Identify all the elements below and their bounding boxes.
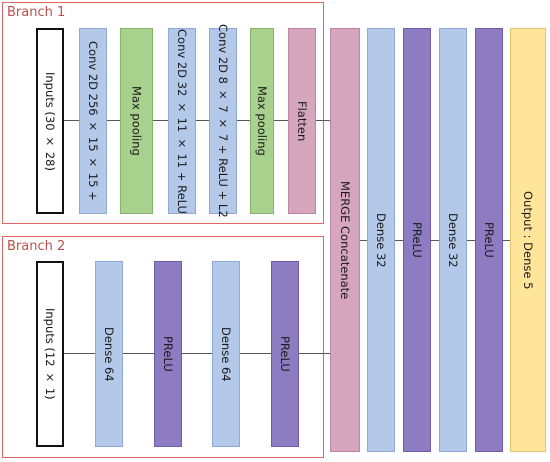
branch-1-input-label: Inputs (30 × 28) — [43, 71, 57, 171]
head-dense-32-1-label: Dense 32 — [374, 212, 388, 268]
conv2d-32-label: Conv 2D 32 × 11 × 11 + ReLU — [175, 28, 189, 214]
flatten-label: Flatten — [295, 100, 309, 142]
merge-connector — [360, 240, 510, 241]
conv2d-32-layer: Conv 2D 32 × 11 × 11 + ReLU — [168, 28, 196, 214]
branch-2-connector — [64, 353, 330, 354]
max-pooling-1-label: Max pooling — [129, 86, 144, 156]
merge-concatenate-layer: MERGE Concatenate — [330, 28, 360, 452]
conv2d-256-label: Conv 2D 256 × 15 × 15 + — [86, 41, 100, 201]
merge-concatenate-label: MERGE Concatenate — [338, 180, 352, 300]
head-prelu-2-label: PReLU — [482, 222, 496, 258]
output-dense-5-layer: Output : Dense 5 — [510, 28, 546, 452]
branch-2-dense-64-1-layer: Dense 64 — [95, 261, 123, 447]
branch-2-title: Branch 2 — [7, 239, 66, 254]
branch-2-container: Branch 2 — [2, 236, 324, 458]
conv2d-8-layer: Conv 2D 8 × 7 × 7 + ReLU + L2 — [209, 24, 237, 218]
head-dense-32-1-layer: Dense 32 — [367, 28, 395, 452]
branch-2-input-layer: Inputs (12 × 1) — [36, 261, 64, 447]
branch-1-title: Branch 1 — [7, 5, 66, 20]
branch-1-input-layer: Inputs (30 × 28) — [36, 28, 64, 214]
branch-1-connector — [64, 120, 330, 121]
branch-1-container: Branch 1 — [2, 2, 324, 224]
conv2d-256-layer: Conv 2D 256 × 15 × 15 + — [79, 28, 107, 214]
max-pooling-2-layer: Max pooling — [250, 28, 274, 214]
head-dense-32-2-label: Dense 32 — [446, 212, 460, 268]
branch-2-prelu-1-layer: PReLU — [154, 261, 182, 447]
conv2d-8-label: Conv 2D 8 × 7 × 7 + ReLU + L2 — [216, 24, 230, 218]
head-prelu-2-layer: PReLU — [475, 28, 503, 452]
flatten-layer: Flatten — [288, 28, 316, 214]
max-pooling-1-layer: Max pooling — [120, 28, 153, 214]
head-prelu-1-layer: PReLU — [403, 28, 431, 452]
head-dense-32-2-layer: Dense 32 — [439, 28, 467, 452]
branch-2-dense-64-1-label: Dense 64 — [102, 326, 116, 382]
branch-2-input-label: Inputs (12 × 1) — [43, 308, 57, 400]
branch-2-dense-64-2-layer: Dense 64 — [212, 261, 240, 447]
branch-2-prelu-2-layer: PReLU — [271, 261, 299, 447]
max-pooling-2-label: Max pooling — [255, 86, 269, 156]
branch-2-dense-64-2-label: Dense 64 — [219, 326, 233, 382]
branch-2-prelu-2-label: PReLU — [278, 336, 292, 372]
branch-2-prelu-1-label: PReLU — [161, 336, 175, 372]
output-dense-5-label: Output : Dense 5 — [521, 190, 535, 290]
head-prelu-1-label: PReLU — [410, 222, 424, 258]
